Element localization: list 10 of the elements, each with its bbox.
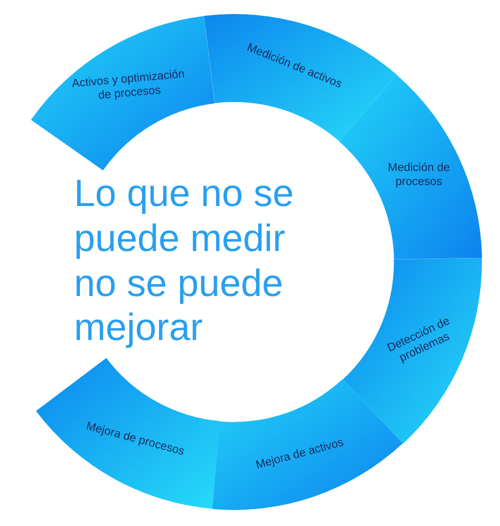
ring-segment bbox=[204, 14, 397, 142]
segment-label: Medición de procesos bbox=[386, 162, 451, 190]
segment-label: Activos y optimización de procesos bbox=[70, 68, 186, 104]
ring-segment bbox=[343, 258, 482, 444]
headline-text: Lo que no se puede medir no se puede mejorar bbox=[74, 172, 295, 352]
ring-segment bbox=[30, 16, 214, 170]
ring-segment bbox=[36, 358, 220, 510]
segment-label: Mejora de activos bbox=[254, 436, 346, 474]
segment-label: Mejora de procesos bbox=[84, 420, 187, 460]
ring-segment bbox=[212, 379, 404, 510]
